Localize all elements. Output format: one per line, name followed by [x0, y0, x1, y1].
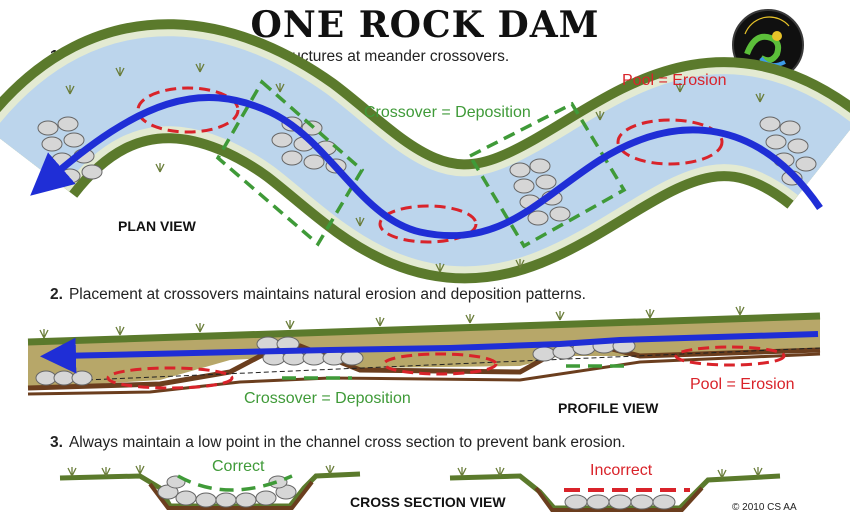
plan-flow-arrow [30, 94, 823, 240]
page-title: ONE ROCK DAM [250, 4, 600, 46]
step-2-label: Placement at crossovers maintains natura… [68, 286, 586, 303]
plan-crossover-label: Crossover = Deposition [364, 104, 531, 121]
profile-view-label: PROFILE VIEW [558, 400, 659, 416]
plan-rock-dam-4 [759, 116, 817, 186]
profile-pool-label: Pool = Erosion [690, 376, 795, 393]
cross-section-incorrect [449, 467, 781, 512]
pool-ellipse-1 [136, 86, 240, 134]
correct-low-point-line [177, 474, 293, 492]
plan-view-label: PLAN VIEW [118, 218, 196, 234]
cross-section-correct [59, 465, 361, 510]
step-3-number: 3. [50, 434, 63, 451]
plan-pool-ellipses [136, 86, 724, 244]
plan-crossover-boxes [215, 79, 627, 249]
plan-pool-label: Pool = Erosion [622, 72, 727, 89]
profile-grass [39, 306, 745, 339]
profile-crossover-label: Crossover = Deposition [244, 390, 411, 407]
profile-grade-line [39, 347, 821, 383]
step-3-text: 3. Always maintain a low point in the cha… [50, 434, 626, 452]
profile-rocks-left [35, 370, 93, 386]
incorrect-label: Incorrect [590, 462, 653, 479]
crossover-box-2 [467, 101, 627, 249]
cross-section-view-label: CROSS SECTION VIEW [350, 494, 506, 510]
step-3-label: Always maintain a low point in the chann… [68, 434, 626, 451]
plan-grass [65, 63, 765, 273]
correct-label: Correct [212, 458, 265, 475]
profile-top-bank [27, 312, 821, 346]
profile-deposition-marks [282, 364, 626, 380]
copyright-text: © 2010 CS AA [732, 502, 797, 513]
pool-ellipse-2 [378, 204, 478, 244]
step-2-text: 2. Placement at crossovers maintains natu… [50, 286, 586, 304]
profile-rocks-middle [256, 336, 364, 366]
profile-pool-ellipses [106, 345, 786, 390]
pool-ellipse-3 [616, 118, 724, 166]
profile-flow-arrow [40, 331, 819, 374]
crossover-box-1 [215, 79, 365, 247]
profile-water [28, 316, 820, 388]
step-2-number: 2. [50, 286, 63, 303]
